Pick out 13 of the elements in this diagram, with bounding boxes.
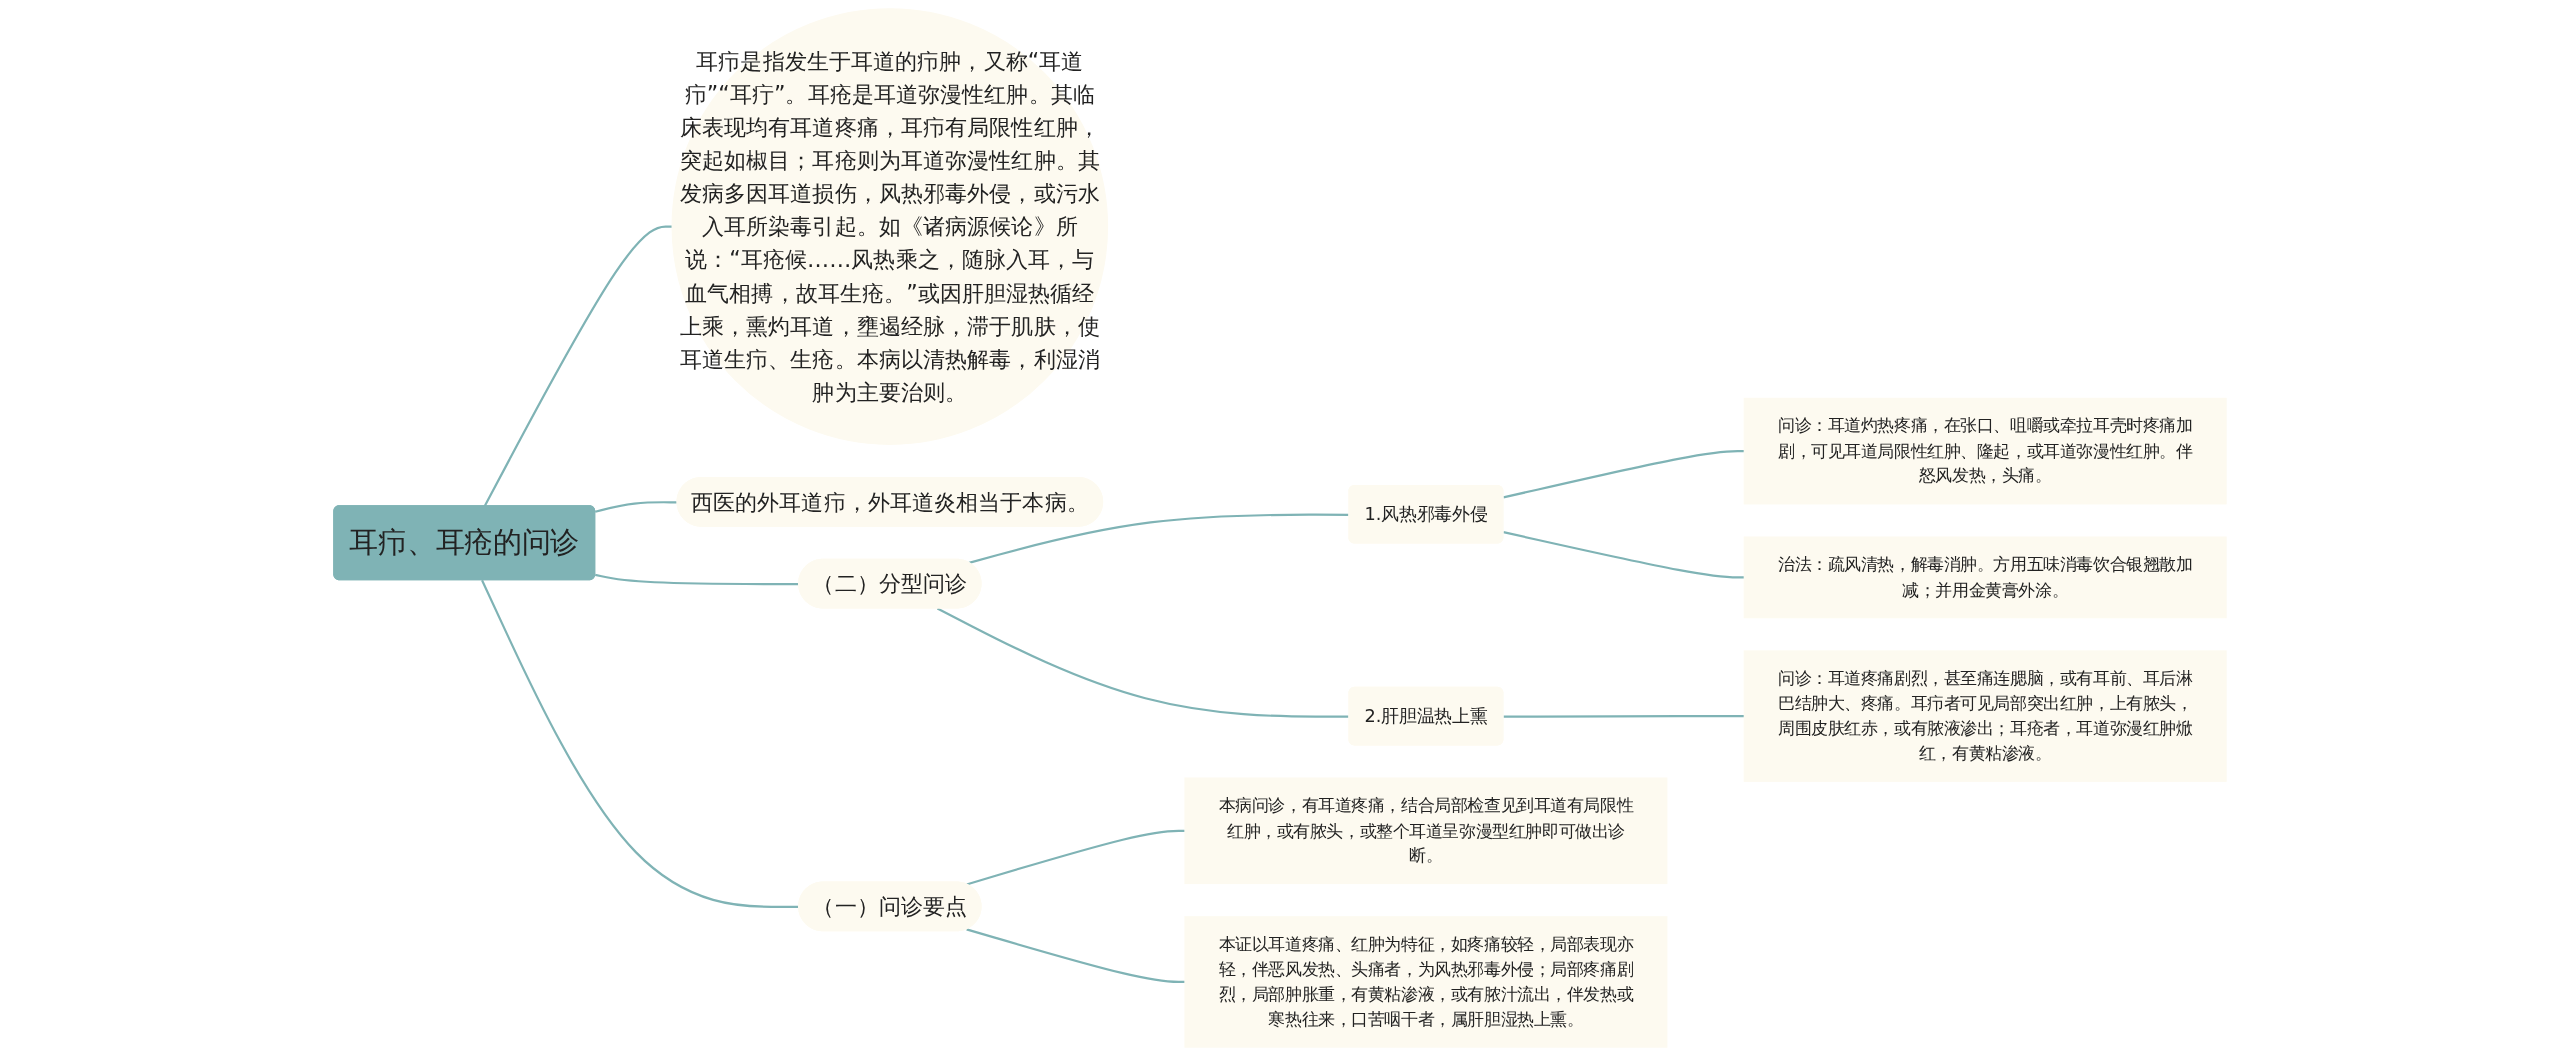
node-box: 治法：疏风清热，解毒消肿。方用五味消毒饮合银翘散加减；并用金黄膏外涂。: [1743, 536, 2227, 619]
connector: [1503, 715, 1745, 718]
connector: [483, 225, 673, 507]
node-box: 问诊：耳道疼痛剧烈，甚至痛连腮脑，或有耳前、耳后淋巴结肿大、疼痛。耳疖者可见局部突出红肿，上有脓头，周围皮肤红赤，或有脓液渗出；耳疮者，耳道弥漫红肿焮红，有黄粘渗液。: [1743, 650, 2227, 782]
connector: [966, 829, 1185, 886]
node-box: 本病问诊，有耳道疼痛，结合局部检查见到耳道有局限性红肿，或有脓头，或整个耳道呈弥漫型红肿即可做出诊断。: [1184, 777, 1668, 885]
node-box: 问诊：耳道灼热疼痛，在张口、咀嚼或牵拉耳壳时疼痛加剧，可见耳道局限性红肿、隆起，或耳道弥漫性红肿。伴怒风发热，头痛。: [1743, 397, 2227, 505]
node-circle: 耳疖是指发生于耳道的疖肿，又称“耳道疖”“耳疔”。耳疮是耳道弥漫性红肿。其临床表现均有耳道疼痛，耳疖有局限性红肿，突起如椒目；耳疮则为耳道弥漫性红肿。其发病多因耳道损伤，风热邪毒外侵，或污水入耳所染毒引起。如《诸病源候论》所说：“耳疮候……风热乘之，随脉入耳，与血气相搏，故耳生疮。”或因肝胆湿热循经上乘，熏灼耳道，壅遏经脉，滞于肌肤，使耳道生疖、生疮。本病以清热解毒，利湿消肿为主要治则。: [671, 8, 1109, 445]
connector: [594, 501, 678, 513]
node-box: 本证以耳道疼痛、红肿为特征，如疼痛较轻，局部表现亦轻，伴恶风发热、头痛者，为风热邪毒外侵；局部疼痛剧烈，局部肿胀重，有黄粘渗液，或有脓汁流出，伴发热或寒热往来，口苦咽干者，属肝胆湿热上熏。: [1184, 916, 1668, 1048]
connector: [1503, 450, 1745, 499]
connector: [1503, 531, 1745, 579]
connector: [966, 928, 1185, 984]
